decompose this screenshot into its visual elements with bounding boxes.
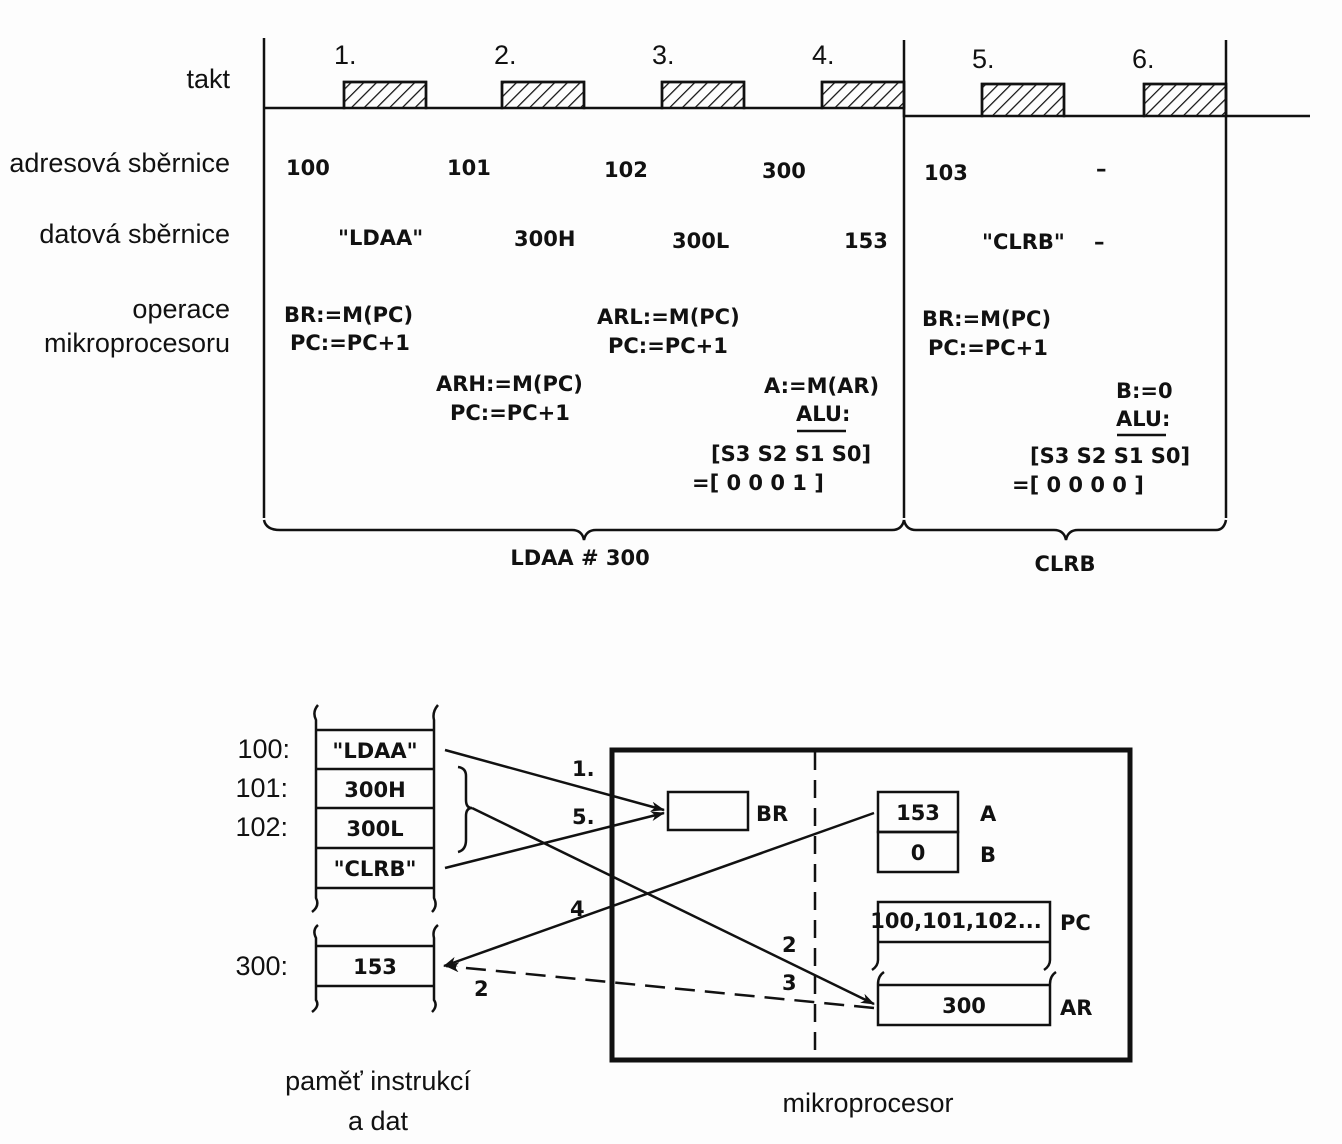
memory-address: 101: <box>235 773 288 803</box>
arrow-4 <box>443 811 875 968</box>
operation-text: ARL:=M(PC) <box>597 305 740 329</box>
operand-brace <box>457 765 473 854</box>
operation-text: A:=M(AR) <box>764 374 879 398</box>
data-value: 300H <box>514 227 575 251</box>
arrow-label: 2 <box>782 933 797 957</box>
operation-text: PC:=PC+1 <box>450 401 570 425</box>
memory-address: 102: <box>235 812 288 842</box>
address-value: 100 <box>286 156 330 180</box>
operation-text: PC:=PC+1 <box>290 331 410 355</box>
alu-select-values: =[ 0 0 0 0 ] <box>1012 473 1144 497</box>
memory-block: 100: 101: 102: 300: "LDAA" 300H 300L "CL… <box>235 704 473 1136</box>
arrow-2-dashed <box>445 962 875 1010</box>
memory-address: 100: <box>237 734 290 764</box>
cycle-label: 3. <box>652 40 675 70</box>
register-label: BR <box>756 802 788 826</box>
clock-signal <box>264 80 1310 118</box>
operation-text: ARH:=M(PC) <box>436 372 583 396</box>
register-value: 100,101,102... <box>870 909 1041 933</box>
data-value: – <box>1094 230 1105 254</box>
instruction-label: LDAA # 300 <box>510 546 649 570</box>
arrow-5 <box>444 811 665 870</box>
register-value: 300 <box>942 994 986 1018</box>
memory-cell: 153 <box>353 955 397 979</box>
memory-cell: 300H <box>344 778 405 802</box>
arrow-label: 3 <box>782 971 797 995</box>
register-value: 0 <box>911 841 926 865</box>
arrow-label: 4 <box>570 897 585 921</box>
register-br <box>666 790 750 832</box>
operation-text: BR:=M(PC) <box>284 303 413 327</box>
cycle-label: 1. <box>334 40 357 70</box>
data-flow-arrows: 1. 5. 4 2 3 2 <box>443 748 875 1010</box>
alu-label: ALU: <box>1116 407 1170 431</box>
alu-select-values: =[ 0 0 0 1 ] <box>692 471 824 495</box>
instruction-label: CLRB <box>1035 552 1096 576</box>
clock-pulse <box>660 80 746 110</box>
memory-address: 300: <box>235 951 288 981</box>
clock-pulse <box>980 82 1066 118</box>
alu-select-bits: [S3 S2 S1 S0] <box>1030 444 1190 468</box>
clock-pulse <box>500 80 586 110</box>
row-label-operations-2: mikroprocesoru <box>44 328 230 358</box>
alu-label: ALU: <box>796 402 850 426</box>
register-pc <box>876 900 1052 942</box>
cycle-label: 5. <box>972 44 995 74</box>
arrow-label: 2 <box>474 977 489 1001</box>
timing-diagram: takt adresová sběrnice datová sběrnice o… <box>9 38 1310 576</box>
cycle-label: 2. <box>494 40 517 70</box>
clock-pulse <box>820 80 906 110</box>
register-label: PC <box>1060 911 1091 935</box>
microprocessor-block: BR 153 0 A B 100,101,102... PC 300 AR mi… <box>609 747 1133 1118</box>
memory-edge <box>311 924 319 1013</box>
register-b <box>876 830 960 874</box>
instruction-brace <box>262 519 906 541</box>
cycle-label: 4. <box>812 40 835 70</box>
memory-edge <box>431 924 439 1013</box>
register-label: AR <box>1060 996 1092 1020</box>
register-label: A <box>980 802 997 826</box>
memory-cell: 300L <box>346 817 403 841</box>
data-value: 153 <box>844 229 888 253</box>
operation-text: PC:=PC+1 <box>608 334 728 358</box>
address-value: – <box>1096 157 1107 181</box>
data-value: 300L <box>672 229 729 253</box>
row-label-operations: operace <box>132 294 230 324</box>
address-value: 102 <box>604 158 648 182</box>
register-ar <box>876 970 1057 1027</box>
arrow-label: 5. <box>572 805 595 829</box>
clock-pulse <box>1142 82 1228 118</box>
alu-select-bits: [S3 S2 S1 S0] <box>711 442 871 466</box>
arrow-1 <box>444 748 665 812</box>
cycle-label: 6. <box>1132 44 1155 74</box>
data-value: "CLRB" <box>982 230 1065 254</box>
cpu-caption: mikroprocesor <box>782 1088 953 1118</box>
operation-text: PC:=PC+1 <box>928 336 1048 360</box>
address-value: 103 <box>924 161 968 185</box>
clock-pulse <box>342 80 428 110</box>
arrow-label: 1. <box>572 757 595 781</box>
row-label-data-bus: datová sběrnice <box>39 219 230 249</box>
arrow-2-3 <box>471 806 875 1006</box>
memory-cell: "LDAA" <box>332 739 417 763</box>
row-label-address-bus: adresová sběrnice <box>9 148 230 178</box>
register-label: B <box>980 843 996 867</box>
instruction-brace <box>902 519 1228 541</box>
operation-text: B:=0 <box>1116 379 1173 403</box>
memory-cell: "CLRB" <box>334 857 417 881</box>
address-value: 101 <box>447 156 491 180</box>
data-value: "LDAA" <box>338 226 423 250</box>
memory-caption: paměť instrukcí <box>285 1066 471 1096</box>
address-value: 300 <box>762 159 806 183</box>
register-value: 153 <box>896 801 940 825</box>
row-label-clock: takt <box>186 64 230 94</box>
operation-text: BR:=M(PC) <box>922 307 1051 331</box>
memory-caption: a dat <box>348 1106 409 1136</box>
